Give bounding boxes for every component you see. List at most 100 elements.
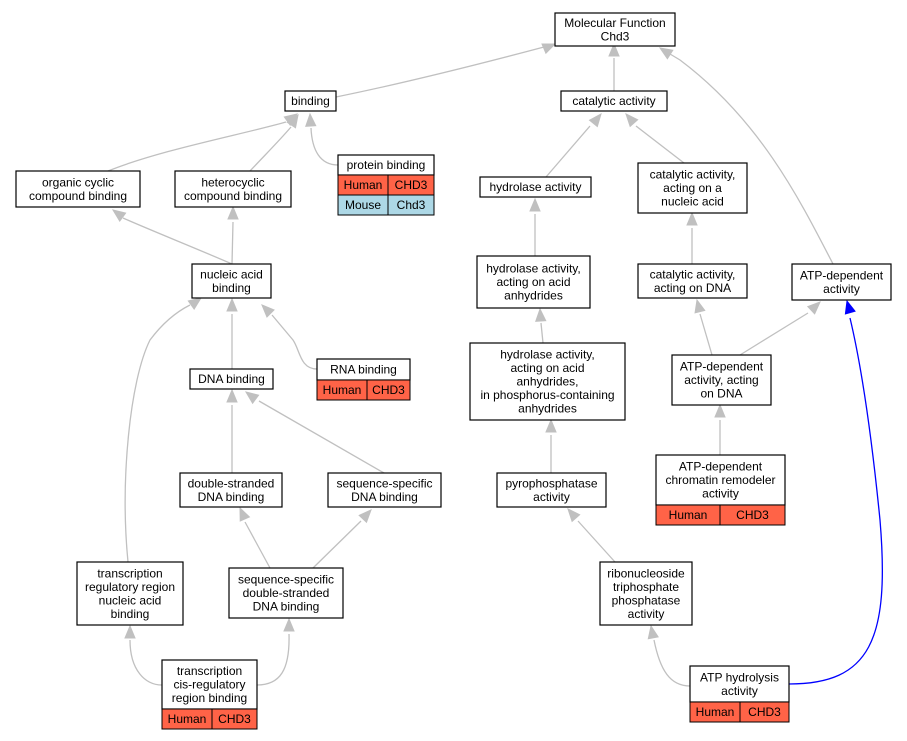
go-term-label-line: activity, acting [684,373,758,387]
go-term-catalytic[interactable]: catalytic activity [560,90,668,112]
go-term-label-line: acting on a [663,181,722,195]
edge-pyro-hydphos [545,418,557,473]
edge-catnucleic-catalytic-arrowhead [625,113,639,128]
go-term-label-line: activity [628,607,665,621]
edge-catnucleic-catalytic-line [635,125,685,164]
edge-catdna-catnucleic [686,211,698,264]
edge-catalytic-mf [608,42,620,91]
go-term-label-line: triphosphate [613,580,679,594]
go-term-ribo[interactable]: ribonucleosidetriphosphatephosphataseact… [599,561,693,626]
edge-organic-binding-line [107,121,287,172]
edge-catalytic-mf-arrowhead [608,42,620,57]
go-term-label-line: Molecular Function [564,16,665,30]
go-term-label-line: hydrolase activity, [486,262,580,276]
edge-ds-dna [226,388,238,473]
go-term-dna-binding[interactable]: DNA binding [189,368,274,390]
edge-transreg-nucleic [124,297,203,563]
edge-atphydro-ribo [647,624,691,687]
species-label: Human [669,508,708,522]
go-term-label-line: nucleic acid [661,195,724,209]
edge-atpdna-catdna-line [699,313,713,356]
edge-ribo-pyro-arrowhead [567,508,581,523]
go-term-label-line: ATP-dependent [679,460,763,474]
go-term-label-line: compound binding [29,189,127,203]
go-term-cat-dna[interactable]: catalytic activity,acting on DNA [637,263,748,299]
edge-transreg-nucleic-arrowhead [187,297,203,310]
edge-cis-ssds-line [256,633,290,686]
go-term-label-line: transcription [177,664,242,678]
go-term-label-line: sequence-specific [238,573,334,587]
edge-hetero-binding [249,113,299,172]
gene-cell: Chd3 [387,194,435,216]
edge-nucleic-organic-line [122,217,233,265]
edge-protein-binding [305,112,339,166]
go-term-hydrolase-phos[interactable]: hydrolase activity,acting on acidanhydri… [469,342,626,421]
go-term-hydrolase[interactable]: hydrolase activity [479,176,592,198]
edge-ssds-ds-line [244,521,271,569]
species-label: Human [168,712,207,726]
edge-atp-mf [658,47,834,265]
go-term-label-line: compound binding [184,189,282,203]
go-term-label-line: ribonucleoside [607,566,685,580]
edge-atphydro-atp-arrowhead [844,299,856,315]
edge-nucleic-hetero [227,205,239,265]
gene-label: CHD3 [748,705,781,719]
go-term-box [76,561,184,626]
edge-atp-mf-arrowhead [658,47,674,60]
edge-protein-binding-line [310,127,339,166]
go-term-hydrolase-acid[interactable]: hydrolase activity,acting on acidanhydri… [476,255,591,309]
go-term-label-line: double-stranded [188,476,275,490]
go-term-label-line: ATP hydrolysis [700,670,779,684]
species-cell: Human [316,379,368,401]
go-term-label-line: pyrophosphatase [505,476,597,490]
go-term-label-line: region binding [172,691,247,705]
go-term-label-line: DNA binding [253,600,320,614]
edge-cis-ssds [256,617,295,686]
go-term-box [161,659,258,710]
edge-dna-nucleic-arrowhead [226,297,238,312]
species-cell: Human [655,504,721,526]
edge-hydacid-hydrolase-arrowhead [529,197,541,212]
go-term-label-line: activity [721,684,758,698]
edge-binding-mf [335,43,557,98]
species-cell: Mouse [337,194,389,216]
edge-atpdna-atp [739,301,821,356]
edge-hydphos-hydacid [535,307,547,344]
go-term-label-line: catalytic activity, [650,168,736,182]
go-term-label-line: RNA binding [330,363,397,377]
go-term-box [228,567,344,619]
edge-atp-mf-line [669,53,834,265]
go-term-label-line: anhydrides [504,289,563,303]
go-term-label-line: binding [111,607,150,621]
edge-hydrolase-catalytic [545,112,602,178]
gene-cell: CHD3 [366,379,411,401]
go-term-binding[interactable]: binding [284,90,337,112]
edges-layer [107,42,883,687]
edge-hetero-binding-arrowhead [286,113,299,129]
go-term-box [496,472,607,508]
go-term-label-line: DNA binding [198,372,265,386]
edge-hydrolase-catalytic-line [545,125,591,178]
